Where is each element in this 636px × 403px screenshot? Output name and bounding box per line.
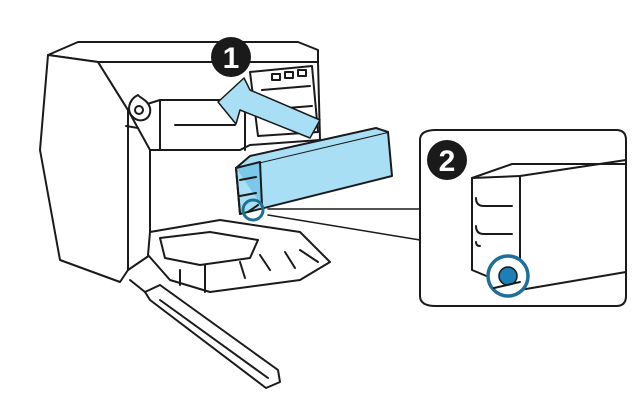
magnifier-callout [419,129,627,307]
printer-illustration [39,41,331,389]
callout-leader-bottom [267,214,421,241]
cartridge-illustration [235,127,393,215]
step-2-badge: 2 [427,140,467,180]
step-2-number: 2 [439,145,456,178]
insert-arrow-icon [217,77,321,139]
step-1-badge: 1 [211,37,251,77]
step-1-number: 1 [223,42,240,75]
indicator-ring-small [241,198,265,222]
